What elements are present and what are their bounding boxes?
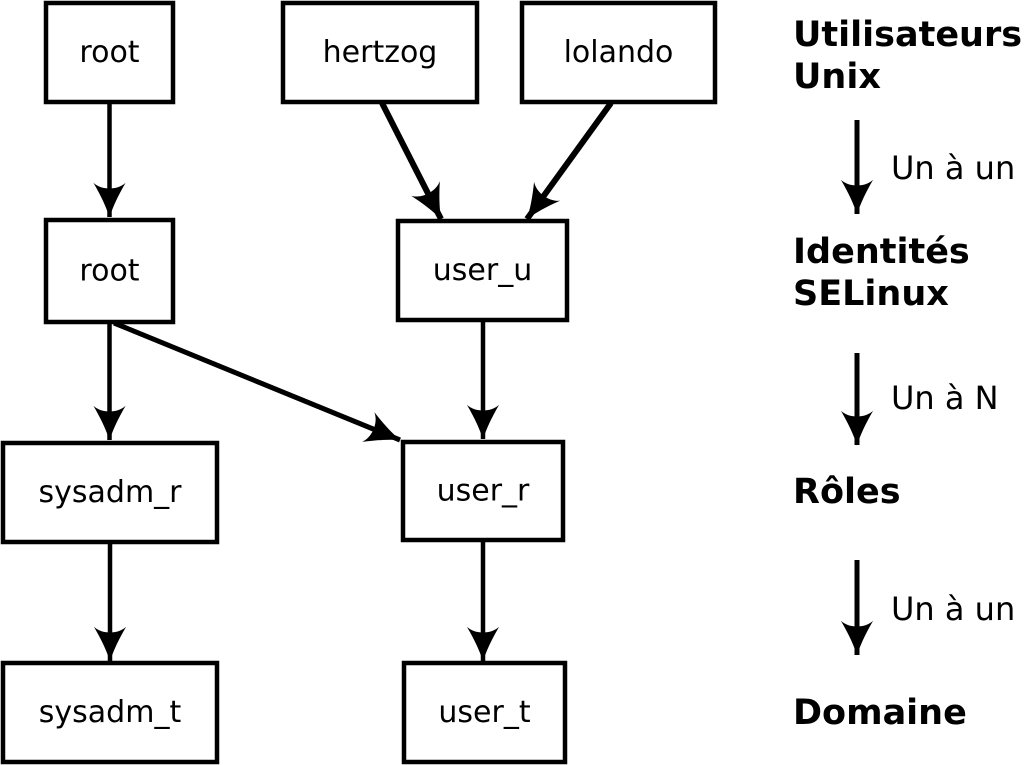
node-unix-hertzog-label: hertzog: [323, 35, 438, 70]
node-unix-root-box: [43, 0, 176, 105]
legend-mapping-bottom-label: Un à un: [891, 590, 1015, 628]
node-domain-user-t: user_t: [401, 660, 568, 765]
node-unix-root: root: [43, 0, 176, 105]
node-role-sysadm-r-box: [0, 440, 220, 545]
legend-mapping-middle-label: Un à N: [891, 379, 999, 417]
legend-selinux-identities-line2: SELinux: [793, 274, 949, 314]
node-domain-sysadm-t-label: sysadm_t: [39, 695, 182, 730]
node-unix-lolando-label: lolando: [564, 35, 674, 70]
node-selinux-root-label: root: [79, 254, 139, 289]
legend-selinux-identities-line1: Identités: [793, 232, 970, 272]
node-selinux-user-u-label: user_u: [433, 253, 532, 288]
node-domain-user-t-box: [401, 660, 568, 765]
node-domain-sysadm-t-box: [0, 660, 220, 765]
node-selinux-user-u: user_u: [395, 218, 570, 323]
legend-unix-users-line2: Unix: [793, 57, 881, 97]
node-role-user-r: user_r: [400, 439, 566, 543]
node-role-user-r-label: user_r: [437, 474, 530, 509]
legend-mapping-top-label: Un à un: [891, 149, 1015, 187]
node-role-sysadm-r: sysadm_r: [0, 440, 220, 545]
edge-hertzog-to-user-u: [379, 101, 444, 221]
legend-domain: Domaine: [793, 693, 967, 733]
legend-roles: Rôles: [793, 472, 901, 512]
node-domain-user-t-label: user_t: [438, 695, 530, 730]
node-unix-lolando: lolando: [519, 0, 718, 105]
edge-selinux-root-to-user-r: [113, 320, 401, 443]
edge-lolando-to-user-u: [524, 101, 614, 221]
node-role-user-r-box: [400, 439, 566, 543]
node-unix-hertzog-box: [280, 0, 480, 105]
node-unix-lolando-box: [519, 0, 718, 105]
node-selinux-user-u-box: [395, 218, 570, 323]
node-selinux-root: root: [43, 217, 176, 325]
node-role-sysadm-r-label: sysadm_r: [39, 475, 183, 510]
legend-column: Utilisateurs Unix Un à un Identités SELi…: [793, 15, 1022, 733]
node-selinux-root-box: [43, 217, 176, 325]
node-unix-hertzog: hertzog: [280, 0, 480, 105]
legend-unix-users-line1: Utilisateurs: [793, 15, 1022, 55]
node-domain-sysadm-t: sysadm_t: [0, 660, 220, 765]
node-unix-root-label: root: [79, 35, 139, 70]
